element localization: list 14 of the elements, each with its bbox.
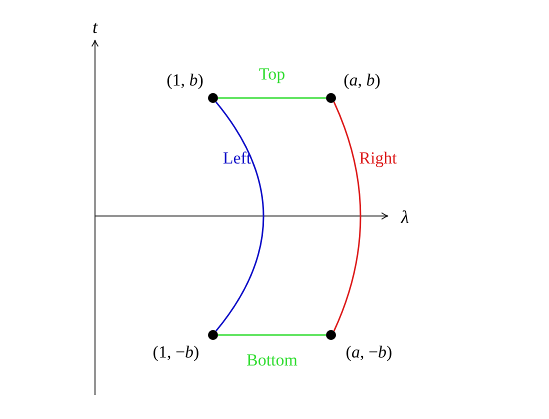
curved-line (215, 102, 264, 332)
edge-label: Bottom (246, 352, 298, 368)
edge-label: Top (258, 66, 286, 82)
line (218, 97, 326, 99)
coordinate-label: (1, b) (166, 72, 204, 88)
axis-label: t (92, 18, 98, 36)
axis-label: λ (401, 208, 409, 226)
line (218, 334, 326, 336)
edge-label: Left (222, 150, 252, 166)
edge-label: Right (359, 150, 397, 166)
coordinate-label: (1, −b) (152, 344, 200, 360)
coordinate-label: (a, b) (344, 72, 380, 88)
curved-line (333, 102, 362, 332)
coordinate-label: (a, −b) (346, 344, 392, 360)
